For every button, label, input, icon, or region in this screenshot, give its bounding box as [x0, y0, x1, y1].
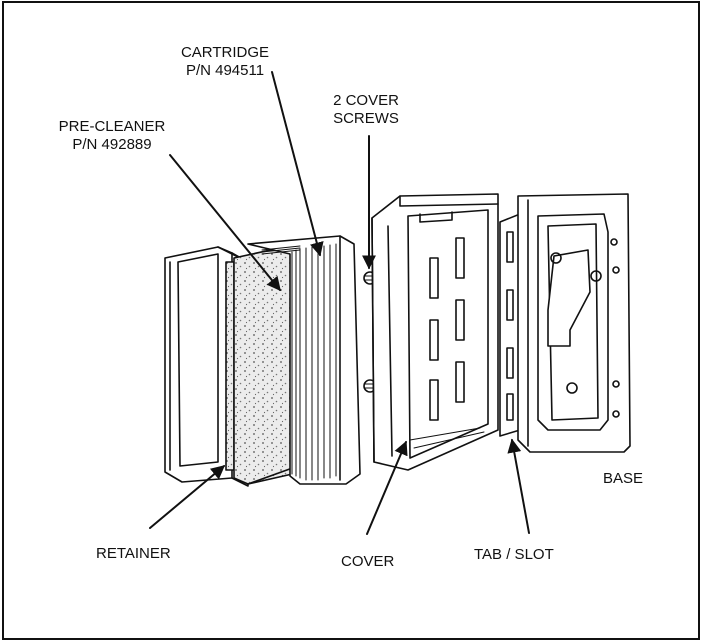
base-label: BASE [603, 470, 644, 487]
cover-screws-line1: 2 COVER [333, 92, 399, 109]
tab-slot-leader [507, 438, 530, 534]
pre-cleaner-name: PRE-CLEANER [58, 118, 166, 135]
cartridge-leader [271, 71, 324, 257]
cover-part [371, 193, 499, 471]
tab-slot-part [499, 213, 521, 437]
cover-screws-line2: SCREWS [333, 110, 399, 127]
cartridge-part-number: P/N 494511 [185, 62, 265, 79]
cartridge-label: CARTRIDGE P/N 494511 [175, 44, 275, 80]
pre-cleaner-leader [169, 154, 281, 292]
cartridge-part [247, 235, 361, 485]
pre-cleaner-part-number: P/N 492889 [72, 136, 152, 153]
retainer-leader [149, 465, 226, 529]
retainer-label: RETAINER [96, 545, 171, 562]
cover-screws-label: 2 COVER SCREWS [316, 92, 416, 128]
tab-slot-label: TAB / SLOT [474, 546, 554, 563]
cover-leader [366, 440, 408, 535]
cartridge-name: CARTRIDGE [180, 44, 270, 61]
leader-lines [149, 71, 530, 535]
cover-label: COVER [341, 553, 395, 570]
pre-cleaner-label: PRE-CLEANER P/N 492889 [52, 118, 172, 154]
base-part [517, 193, 631, 453]
